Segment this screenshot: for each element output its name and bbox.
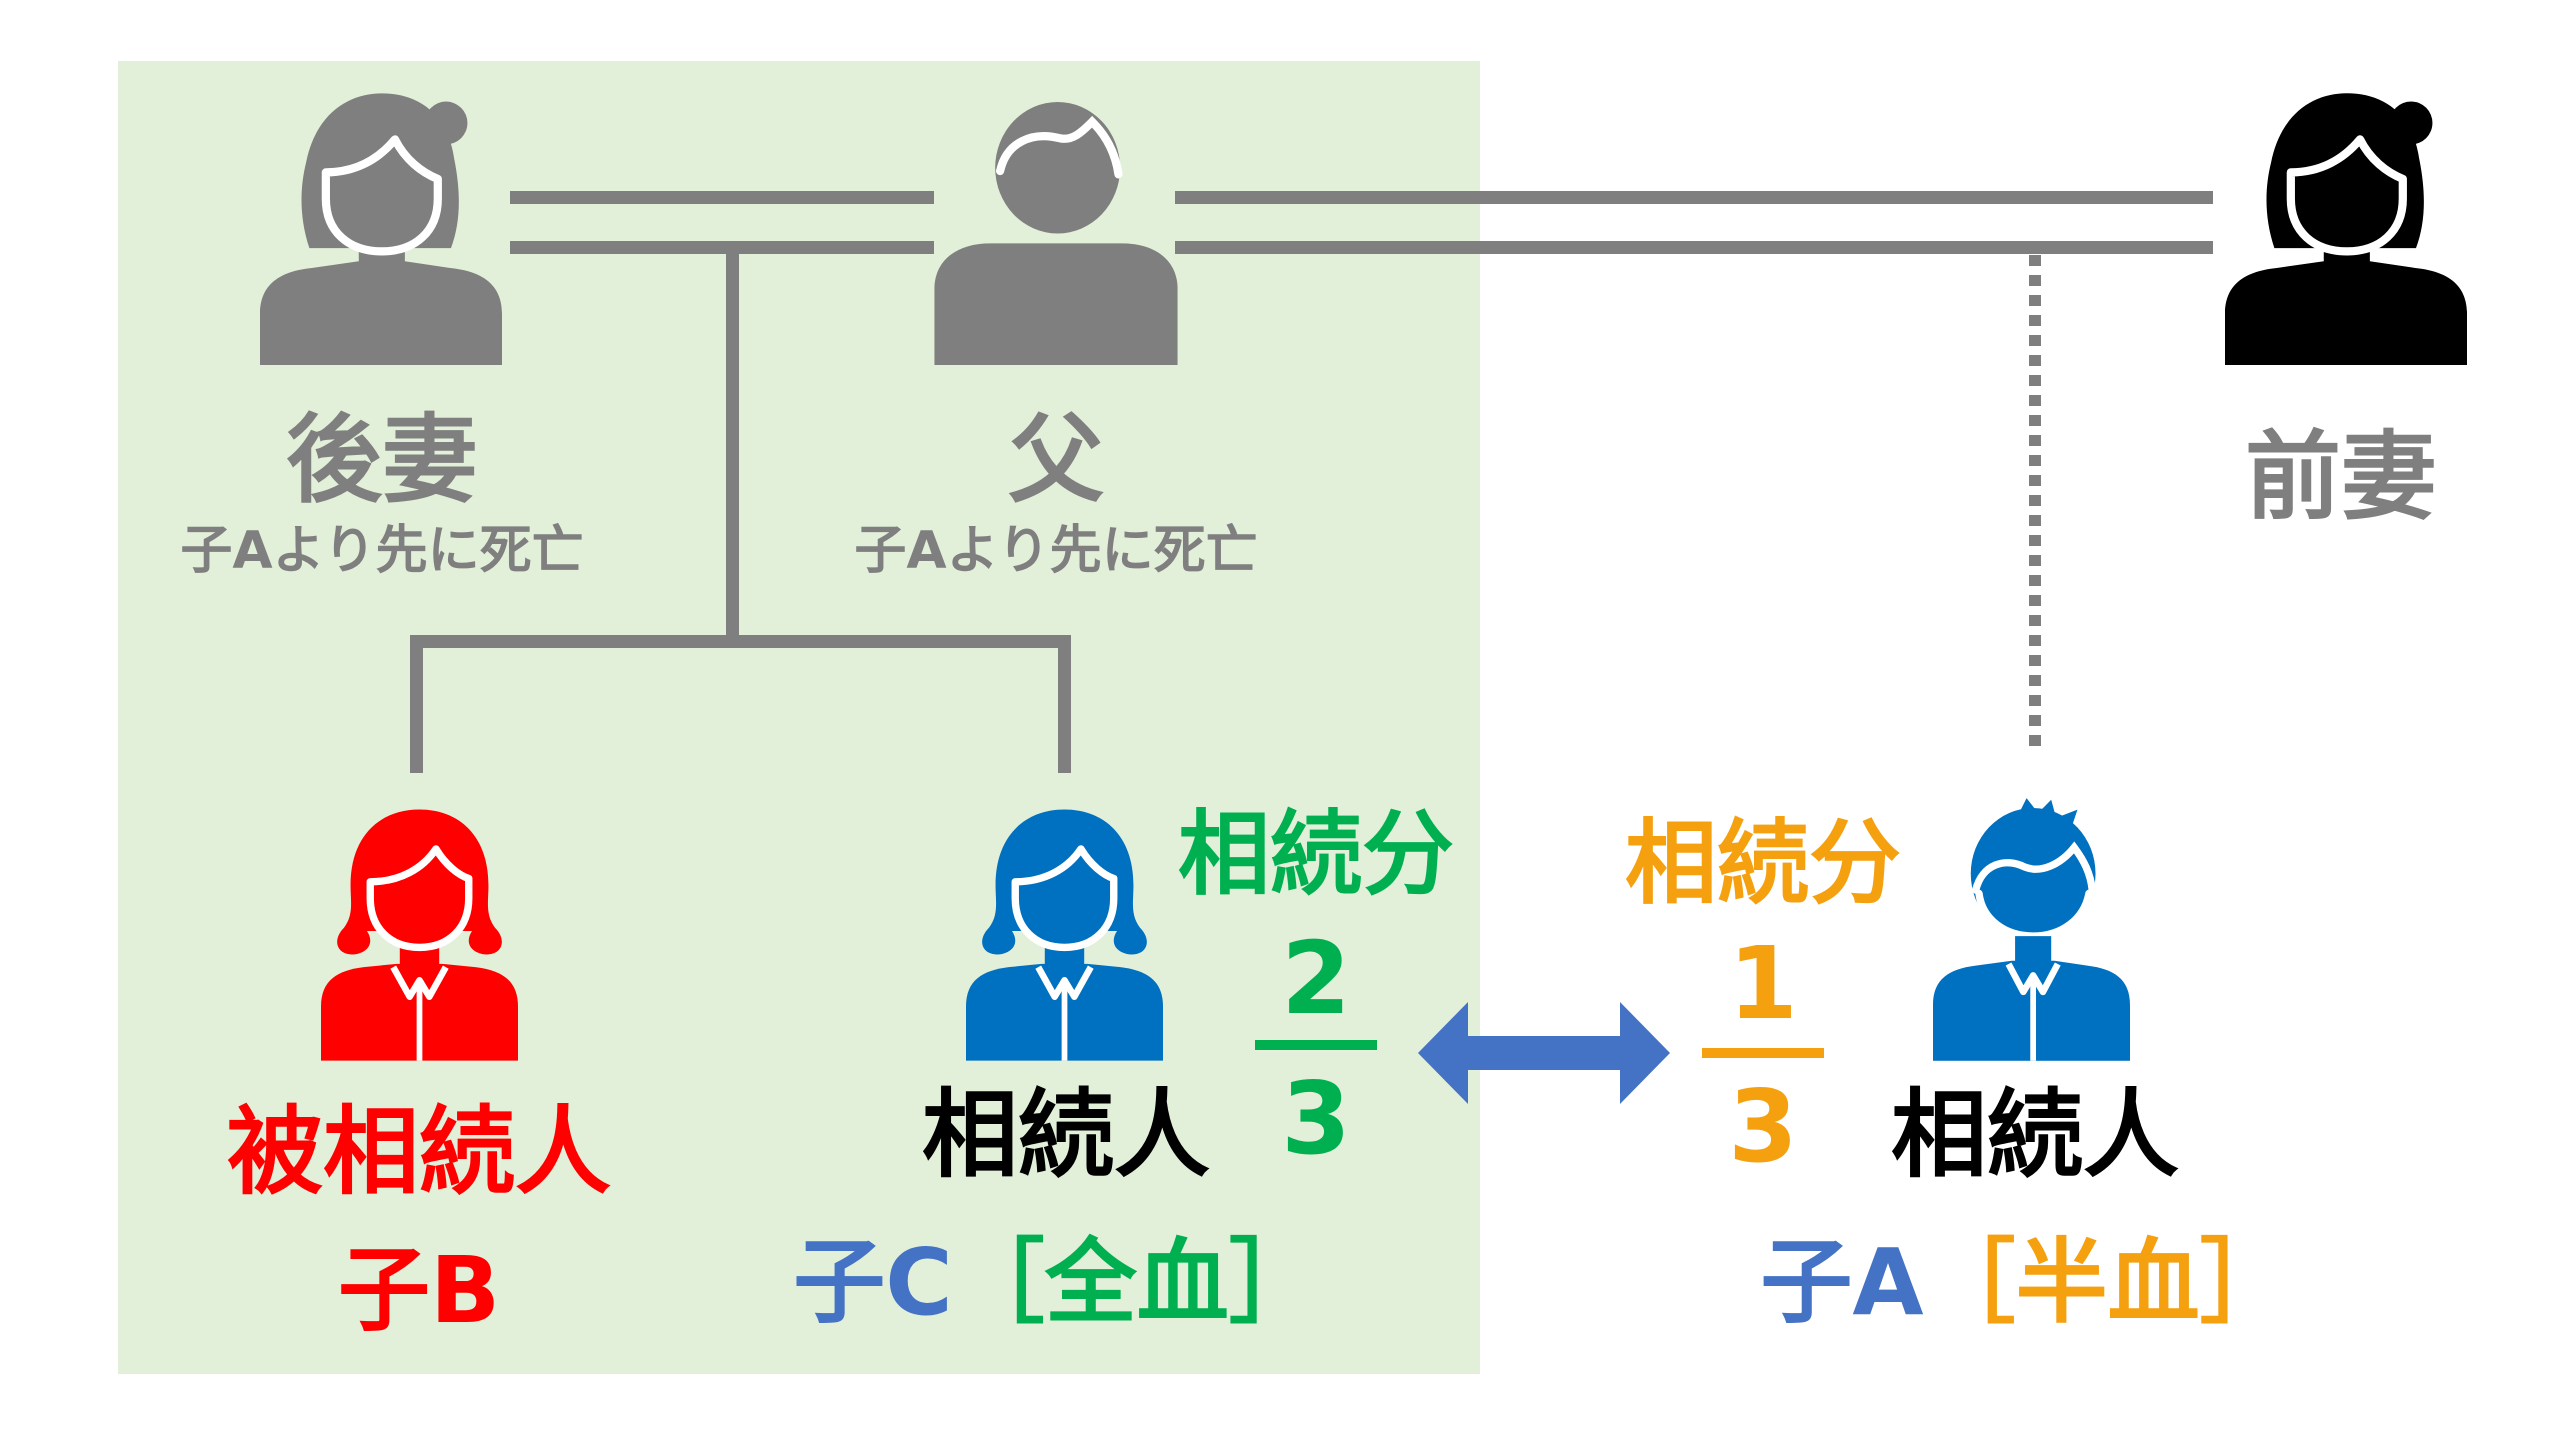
former-wife-woman-icon	[2224, 90, 2468, 365]
child-c-role: 相続人	[922, 1079, 1210, 1191]
child-c-name: 子C	[793, 1229, 953, 1336]
child-a-share-label: 相続分	[1624, 810, 1902, 917]
double-arrow-icon	[1418, 1002, 1670, 1104]
child-c-name-line: 子C［全血］	[793, 1237, 1321, 1329]
child-c-share-denominator: 3	[1281, 1060, 1351, 1177]
child-b-girl-icon	[321, 806, 518, 1061]
child-c-fraction-bar	[1255, 1040, 1377, 1050]
child-c-share-numerator: 2	[1281, 920, 1351, 1037]
marriage-line-stepwife-father-upper	[510, 191, 934, 204]
child-b-name: 子B	[337, 1237, 501, 1344]
stepwife-label: 後妻	[286, 404, 478, 516]
child-c-blood-type: ［全血］	[952, 1229, 1321, 1336]
father-note: 子Aより先に死亡	[854, 521, 1258, 581]
stepwife-note: 子Aより先に死亡	[180, 521, 584, 581]
child-c-share-label: 相続分	[1177, 801, 1455, 908]
father-man-icon	[934, 102, 1178, 365]
child-a-fraction-bar	[1702, 1048, 1824, 1058]
former-wife-label: 前妻	[2245, 421, 2437, 533]
child-a-share-denominator: 3	[1728, 1068, 1798, 1185]
child-a-boy-icon	[1933, 798, 2130, 1061]
marriage-line-father-former-wife-upper	[1175, 191, 2213, 204]
sibling-line	[410, 635, 1071, 648]
descent-line-child-b	[410, 635, 423, 773]
descent-line-child-c	[1058, 635, 1071, 773]
child-a-blood-type: ［半血］	[1923, 1229, 2292, 1336]
marriage-line-father-former-wife-lower	[1175, 241, 2213, 254]
child-a-name-line: 子A［半血］	[1760, 1237, 2291, 1329]
marriage-line-stepwife-father-lower	[510, 241, 934, 254]
descent-line-father-former-wife-child-a	[2029, 255, 2041, 748]
child-a-name: 子A	[1760, 1229, 1924, 1336]
child-c-girl-icon	[966, 806, 1163, 1061]
child-b-role: 被相続人	[227, 1096, 611, 1208]
child-a-share-numerator: 1	[1728, 925, 1798, 1042]
descent-line-stepwife-father	[726, 247, 739, 641]
father-label: 父	[1008, 404, 1104, 516]
stepwife-woman-icon	[260, 90, 502, 365]
child-a-role: 相続人	[1891, 1079, 2179, 1191]
